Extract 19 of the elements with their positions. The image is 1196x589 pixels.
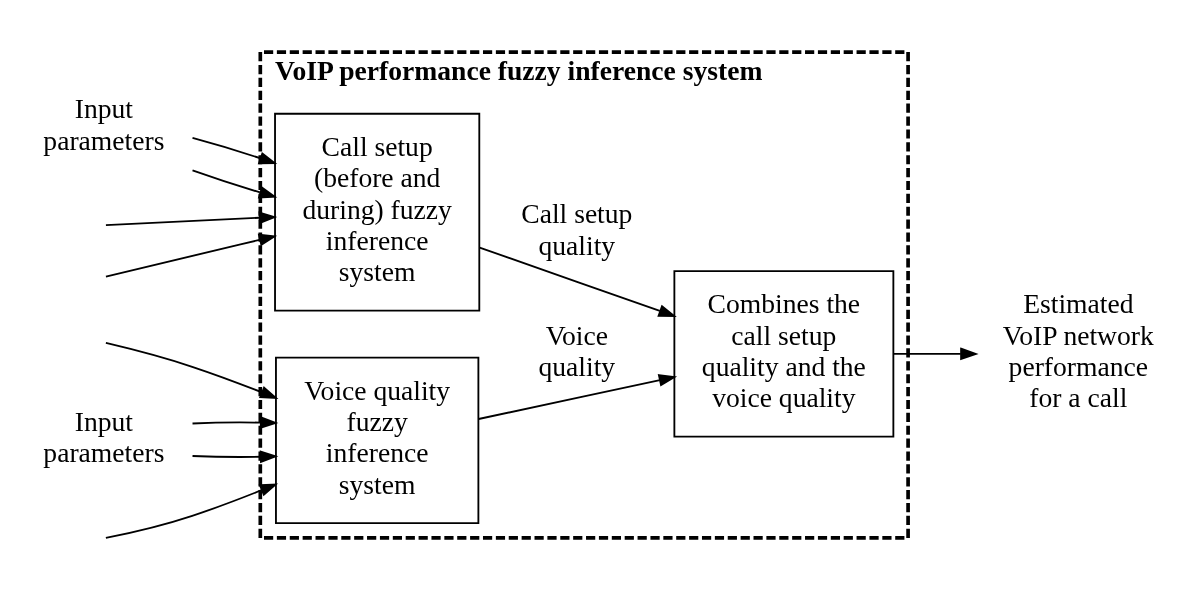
edge-label: Call setup quality <box>521 197 633 261</box>
arrow <box>191 449 279 463</box>
arrow <box>191 415 279 429</box>
edge-label: Voice quality <box>538 319 616 382</box>
arrow <box>104 341 279 399</box>
arrow <box>191 168 278 198</box>
node-box: Combines the call setup quality and the voice quality <box>673 269 895 438</box>
arrow <box>191 136 278 164</box>
node-box: Call setup (before and during) fuzzy inference system <box>274 112 481 312</box>
arrow <box>104 482 279 539</box>
node-box: Voice quality fuzzy inference system <box>275 356 480 524</box>
node-text: Input parameters <box>43 405 165 468</box>
arrow <box>477 373 678 420</box>
arrow <box>105 210 278 226</box>
arrow <box>893 346 979 360</box>
node-text: Input parameters <box>43 92 165 156</box>
arrow <box>478 246 677 317</box>
arrow <box>105 233 278 277</box>
node-text: Estimated VoIP network performance for a call <box>1002 287 1154 413</box>
